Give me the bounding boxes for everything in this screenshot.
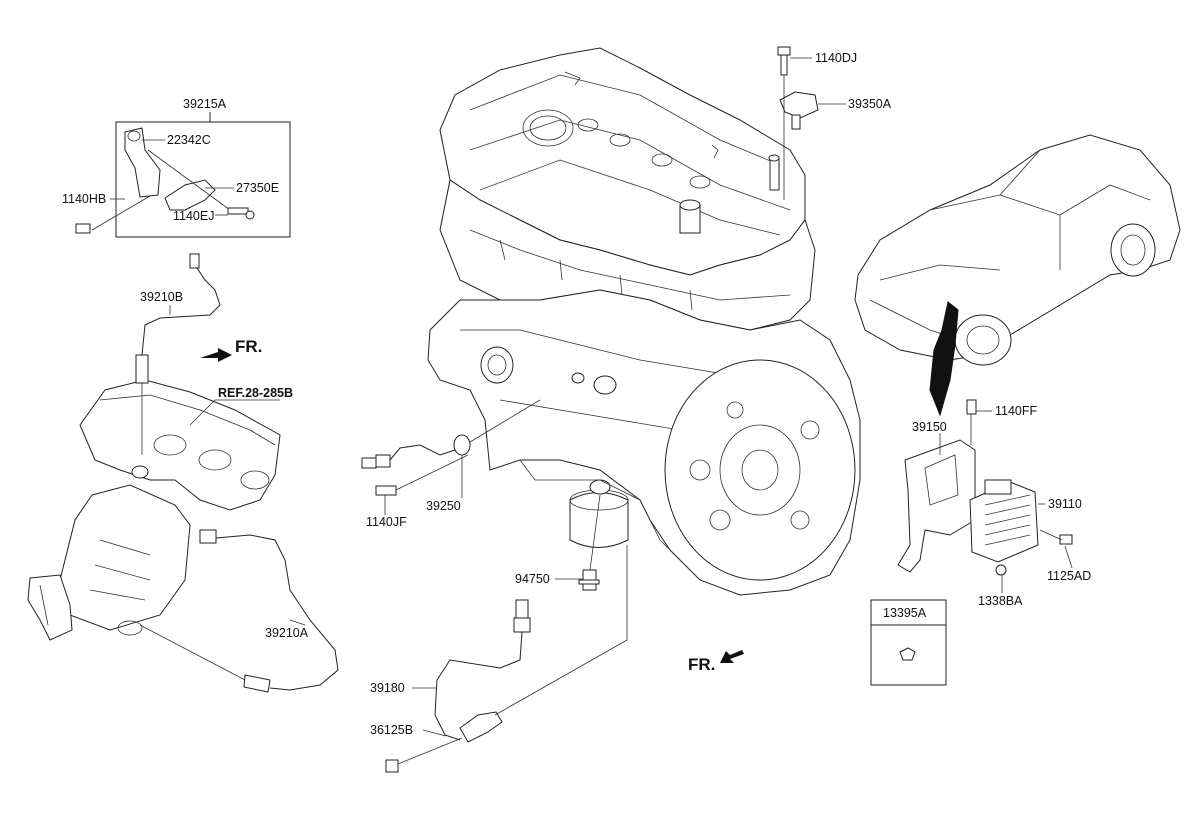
heat-shield-assembly	[75, 112, 291, 238]
label-94750: 94750	[515, 572, 550, 586]
knock-sensor	[361, 399, 541, 496]
label-39250: 39250	[426, 499, 461, 513]
label-1140FF: 1140FF	[995, 404, 1038, 418]
oxygen-sensor-upstream	[135, 253, 221, 455]
label-13395A: 13395A	[883, 606, 927, 620]
oxygen-sensor-downstream	[139, 529, 339, 693]
exhaust-manifold-illustration	[27, 379, 281, 641]
front-arrow-icon	[200, 348, 232, 362]
oil-pressure-switch	[578, 494, 601, 591]
label-39215A: 39215A	[183, 97, 227, 111]
part-labels: 39215A 22342C 27350E 1140HB 1140EJ 39210…	[62, 51, 1091, 737]
camshaft-position-sensor	[777, 46, 819, 200]
reference-label: REF.28-285B	[218, 386, 293, 400]
front-arrow-icon-lower	[720, 650, 744, 663]
leader-lines	[110, 57, 1073, 737]
car-illustration	[854, 134, 1181, 417]
label-39110: 39110	[1048, 497, 1082, 511]
label-39350A: 39350A	[848, 97, 892, 111]
ecu-assembly-illustration	[897, 399, 1073, 576]
label-1338BA: 1338BA	[978, 594, 1023, 608]
clip-part-box	[870, 599, 947, 686]
label-1140HB: 1140HB	[62, 192, 106, 206]
label-39210A: 39210A	[265, 626, 309, 640]
label-36125B: 36125B	[370, 723, 413, 737]
label-39210B: 39210B	[140, 290, 183, 304]
label-27350E: 27350E	[236, 181, 279, 195]
label-1125AD: 1125AD	[1047, 569, 1091, 583]
front-label: FR.	[235, 337, 262, 356]
label-1140EJ: 1140EJ	[173, 209, 214, 223]
front-label-lower: FR.	[688, 655, 715, 674]
label-1140DJ: 1140DJ	[815, 51, 857, 65]
label-22342C: 22342C	[167, 133, 211, 147]
engine-block-illustration	[427, 47, 861, 596]
label-39150: 39150	[912, 420, 947, 434]
label-1140JF: 1140JF	[366, 515, 407, 529]
crankshaft-position-sensor	[385, 545, 628, 773]
label-39180: 39180	[370, 681, 405, 695]
